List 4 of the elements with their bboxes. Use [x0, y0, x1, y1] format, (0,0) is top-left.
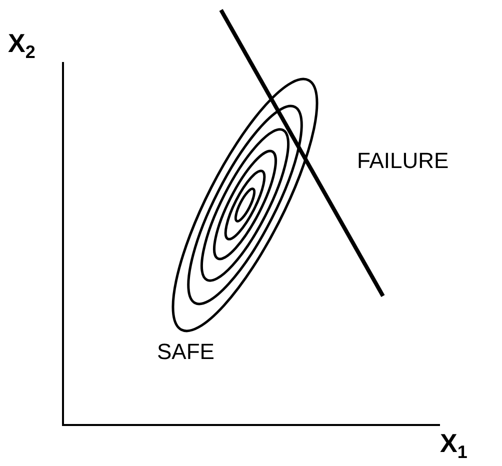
region-label: FAILURE — [357, 150, 449, 172]
region-label: SAFE — [157, 341, 214, 363]
axis-label: X$_{1}$ — [440, 430, 468, 462]
axis-label: X$_{2}$ — [8, 30, 36, 62]
